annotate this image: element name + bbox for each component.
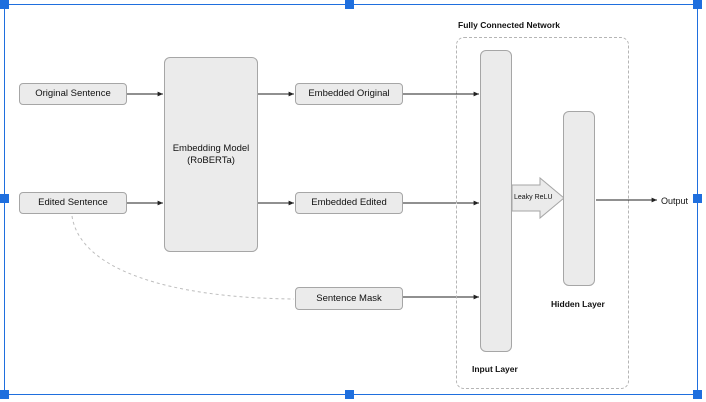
embedded-original-node[interactable]: Embedded Original bbox=[295, 83, 403, 105]
edge-edited-to-mask-dashed bbox=[71, 215, 295, 300]
fully-connected-network-group[interactable] bbox=[456, 37, 629, 389]
output-label: Output bbox=[661, 196, 689, 206]
resize-handle-top-right[interactable] bbox=[693, 0, 702, 9]
resize-handle-bottom-right[interactable] bbox=[693, 390, 702, 399]
resize-handle-bottom-left[interactable] bbox=[0, 390, 9, 399]
leaky-relu-label: Leaky ReLU bbox=[514, 194, 553, 201]
network-title: Fully Connected Network bbox=[458, 20, 561, 30]
resize-handle-middle-left[interactable] bbox=[0, 194, 9, 203]
input-layer-label: Input Layer bbox=[472, 364, 518, 374]
resize-handle-middle-right[interactable] bbox=[693, 194, 702, 203]
embedding-model-subtitle: (RoBERTa) bbox=[187, 154, 235, 166]
hidden-layer-label: Hidden Layer bbox=[551, 299, 605, 309]
sentence-mask-node[interactable]: Sentence Mask bbox=[295, 287, 403, 310]
embedded-edited-node[interactable]: Embedded Edited bbox=[295, 192, 403, 214]
edited-sentence-node[interactable]: Edited Sentence bbox=[19, 192, 127, 214]
input-layer-node[interactable] bbox=[480, 50, 512, 352]
embedding-model-title: Embedding Model bbox=[172, 142, 250, 154]
hidden-layer-node[interactable] bbox=[563, 111, 595, 286]
leaky-relu-arrow-shape bbox=[511, 176, 565, 220]
original-sentence-node[interactable]: Original Sentence bbox=[19, 83, 127, 105]
resize-handle-top-middle[interactable] bbox=[345, 0, 354, 9]
resize-handle-bottom-middle[interactable] bbox=[345, 390, 354, 399]
resize-handle-top-left[interactable] bbox=[0, 0, 9, 9]
embedding-model-node[interactable]: Embedding Model (RoBERTa) bbox=[164, 57, 258, 252]
